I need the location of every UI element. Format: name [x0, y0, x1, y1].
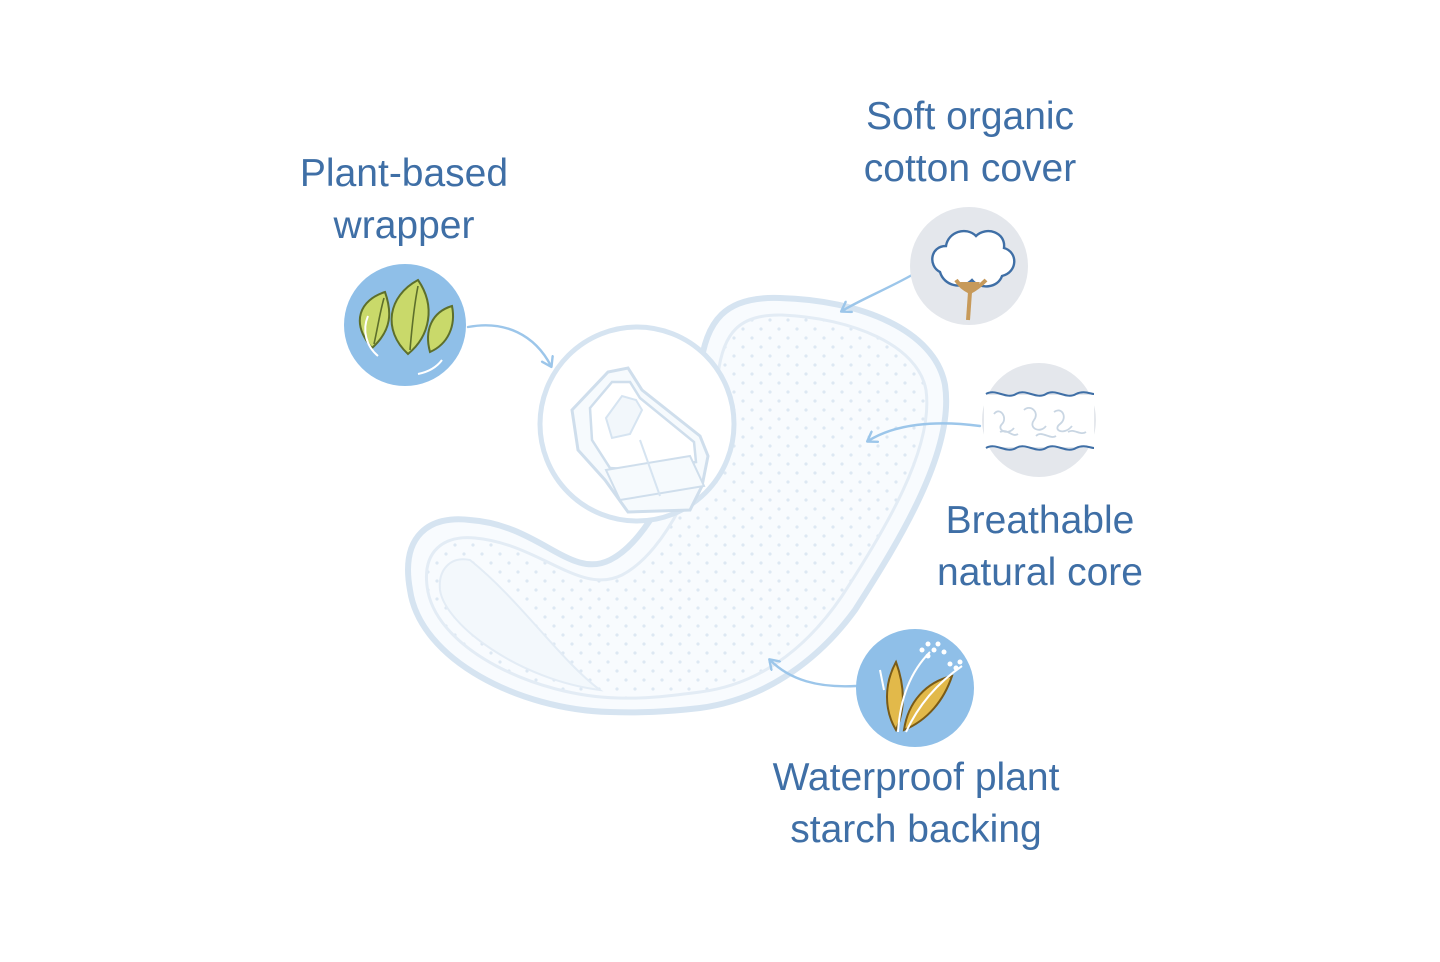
- wrapper-zoom: [537, 324, 737, 524]
- starch-backing-label: Waterproof plant starch backing: [716, 752, 1116, 856]
- plant-based-wrapper-label: Plant-based wrapper: [254, 148, 554, 252]
- arrows: [466, 273, 982, 688]
- label-line: Soft organic: [865, 95, 1075, 138]
- label-line: wrapper: [333, 204, 475, 247]
- label-line: Plant-based: [299, 152, 509, 195]
- arrow-core: [868, 422, 982, 441]
- label-line: cotton cover: [863, 147, 1077, 190]
- cotton-cover-label: Soft organic cotton cover: [820, 91, 1120, 195]
- leaves-icon: [344, 264, 466, 386]
- cotton-icon: [910, 207, 1028, 325]
- natural-core-label: Breathable natural core: [890, 495, 1190, 599]
- label-line: Waterproof plant: [772, 756, 1060, 799]
- label-line: starch backing: [790, 808, 1042, 851]
- pad-core-area: [425, 313, 929, 700]
- label-line: natural core: [937, 551, 1143, 594]
- label-line: Breathable: [945, 499, 1135, 542]
- fiber-core-icon: [982, 363, 1096, 477]
- arrow-wrapper: [466, 324, 551, 366]
- plant-stalk-icon: [856, 629, 974, 747]
- arrow-backing: [770, 660, 858, 688]
- arrow-cover: [842, 273, 914, 311]
